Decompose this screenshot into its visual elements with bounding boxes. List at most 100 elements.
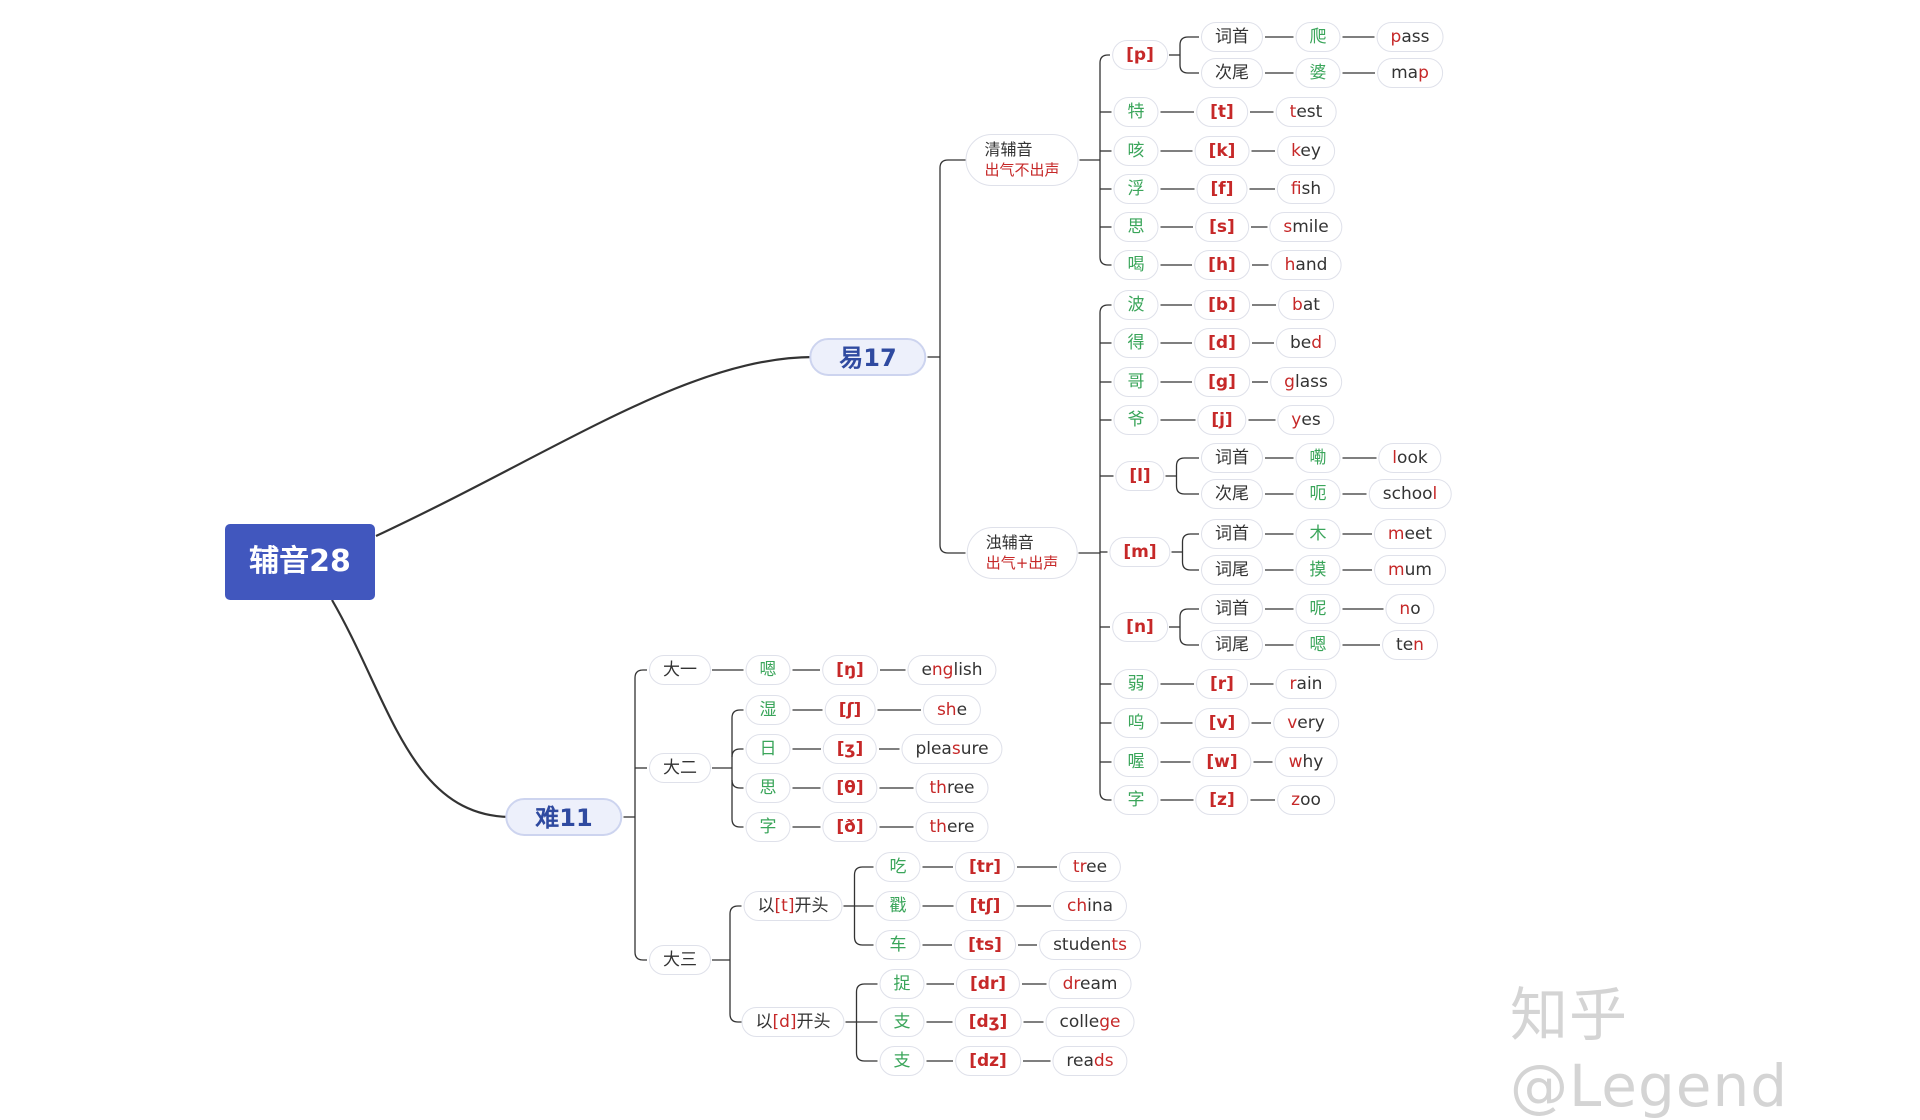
- hanzi-node[interactable]: 思: [1113, 212, 1159, 242]
- ipa-node[interactable]: [θ]: [822, 773, 878, 803]
- hanzi-node[interactable]: 湿: [745, 695, 791, 725]
- hanzi-node[interactable]: 弱: [1113, 669, 1159, 699]
- branch-hard[interactable]: 难11: [505, 798, 623, 836]
- hanzi-node[interactable]: 戳: [875, 891, 921, 921]
- hanzi-node[interactable]: 木: [1295, 519, 1341, 549]
- hanzi-node[interactable]: 车: [875, 930, 921, 960]
- hanzi-node[interactable]: 支: [879, 1007, 925, 1037]
- word-node[interactable]: meet: [1373, 519, 1447, 549]
- ipa-node[interactable]: [t]: [1196, 97, 1248, 127]
- hanzi-node[interactable]: 浮: [1113, 174, 1159, 204]
- ipa-node[interactable]: [k]: [1194, 136, 1250, 166]
- category-node[interactable]: 大一: [649, 655, 711, 685]
- branch-easy[interactable]: 易17: [809, 338, 927, 376]
- word-node[interactable]: college: [1045, 1007, 1135, 1037]
- hanzi-node[interactable]: 喝: [1113, 250, 1159, 280]
- word-node[interactable]: dream: [1048, 969, 1132, 999]
- hanzi-node[interactable]: 思: [745, 773, 791, 803]
- word-node[interactable]: fish: [1276, 174, 1336, 204]
- hanzi-node[interactable]: 波: [1113, 290, 1159, 320]
- position-node[interactable]: 次尾: [1201, 479, 1263, 509]
- ipa-node[interactable]: [s]: [1195, 212, 1249, 242]
- word-node[interactable]: china: [1052, 891, 1128, 921]
- hanzi-node[interactable]: 日: [745, 734, 791, 764]
- ipa-node[interactable]: [p]: [1112, 40, 1168, 70]
- ipa-node[interactable]: [h]: [1194, 250, 1250, 280]
- word-node[interactable]: reads: [1052, 1046, 1128, 1076]
- word-node[interactable]: hand: [1270, 250, 1342, 280]
- ipa-node[interactable]: [ts]: [954, 930, 1016, 960]
- word-node[interactable]: key: [1277, 136, 1335, 166]
- hanzi-node[interactable]: 呢: [1295, 594, 1341, 624]
- word-node[interactable]: mum: [1374, 555, 1446, 585]
- ipa-node[interactable]: [ð]: [822, 812, 878, 842]
- root-node[interactable]: 辅音28: [225, 524, 375, 600]
- word-node[interactable]: students: [1039, 930, 1141, 960]
- word-node[interactable]: zoo: [1277, 785, 1335, 815]
- word-node[interactable]: ten: [1382, 630, 1438, 660]
- ipa-node[interactable]: [b]: [1194, 290, 1250, 320]
- ipa-node[interactable]: [z]: [1195, 785, 1249, 815]
- hanzi-node[interactable]: 嗯: [745, 655, 791, 685]
- ipa-node[interactable]: [ʃ]: [824, 695, 876, 725]
- word-node[interactable]: yes: [1277, 405, 1335, 435]
- hanzi-node[interactable]: 捉: [879, 969, 925, 999]
- hanzi-node[interactable]: 呃: [1295, 479, 1341, 509]
- position-node[interactable]: 词首: [1201, 594, 1263, 624]
- subgroup-node[interactable]: 以[d]开头: [741, 1007, 845, 1037]
- ipa-node[interactable]: [n]: [1112, 612, 1168, 642]
- word-node[interactable]: bed: [1275, 328, 1337, 358]
- hanzi-node[interactable]: 特: [1113, 97, 1159, 127]
- hanzi-node[interactable]: 爬: [1295, 22, 1341, 52]
- ipa-node[interactable]: [tʃ]: [955, 891, 1015, 921]
- position-node[interactable]: 词尾: [1201, 630, 1263, 660]
- word-node[interactable]: tree: [1058, 852, 1122, 882]
- position-node[interactable]: 次尾: [1201, 58, 1263, 88]
- word-node[interactable]: bat: [1278, 290, 1334, 320]
- position-node[interactable]: 词首: [1201, 22, 1263, 52]
- ipa-node[interactable]: [w]: [1192, 747, 1252, 777]
- subgroup-node[interactable]: 以[t]开头: [743, 891, 843, 921]
- position-node[interactable]: 词首: [1201, 519, 1263, 549]
- ipa-node[interactable]: [r]: [1196, 669, 1248, 699]
- word-node[interactable]: glass: [1270, 367, 1342, 397]
- word-node[interactable]: pass: [1376, 22, 1444, 52]
- hanzi-node[interactable]: 吃: [875, 852, 921, 882]
- hanzi-node[interactable]: 爷: [1113, 405, 1159, 435]
- hanzi-node[interactable]: 哥: [1113, 367, 1159, 397]
- hanzi-node[interactable]: 咳: [1113, 136, 1159, 166]
- ipa-node[interactable]: [dz]: [955, 1046, 1021, 1076]
- ipa-node[interactable]: [d]: [1194, 328, 1250, 358]
- ipa-node[interactable]: [g]: [1194, 367, 1250, 397]
- word-node[interactable]: no: [1385, 594, 1435, 624]
- word-node[interactable]: very: [1273, 708, 1339, 738]
- ipa-node[interactable]: [m]: [1109, 537, 1171, 567]
- word-node[interactable]: test: [1275, 97, 1337, 127]
- word-node[interactable]: english: [907, 655, 997, 685]
- category-node[interactable]: 大二: [649, 753, 711, 783]
- word-node[interactable]: there: [915, 812, 989, 842]
- hanzi-node[interactable]: 字: [745, 812, 791, 842]
- hanzi-node[interactable]: 得: [1113, 328, 1159, 358]
- hanzi-node[interactable]: 字: [1113, 785, 1159, 815]
- hanzi-node[interactable]: 喔: [1113, 747, 1159, 777]
- ipa-node[interactable]: [ŋ]: [822, 655, 878, 685]
- position-node[interactable]: 词首: [1201, 443, 1263, 473]
- word-node[interactable]: look: [1378, 443, 1442, 473]
- group-voiceless[interactable]: 清辅音出气不出声: [965, 134, 1079, 186]
- ipa-node[interactable]: [l]: [1115, 461, 1165, 491]
- ipa-node[interactable]: [ʒ]: [822, 734, 878, 764]
- hanzi-node[interactable]: 摸: [1295, 555, 1341, 585]
- ipa-node[interactable]: [tr]: [954, 852, 1016, 882]
- word-node[interactable]: smile: [1269, 212, 1343, 242]
- position-node[interactable]: 词尾: [1201, 555, 1263, 585]
- group-voiced[interactable]: 浊辅音出气+出声: [966, 527, 1078, 579]
- word-node[interactable]: map: [1377, 58, 1443, 88]
- category-node[interactable]: 大三: [649, 945, 711, 975]
- ipa-node[interactable]: [v]: [1194, 708, 1250, 738]
- ipa-node[interactable]: [f]: [1196, 174, 1248, 204]
- hanzi-node[interactable]: 嗯: [1295, 630, 1341, 660]
- word-node[interactable]: she: [922, 695, 982, 725]
- ipa-node[interactable]: [dʒ]: [954, 1007, 1022, 1037]
- word-node[interactable]: school: [1368, 479, 1452, 509]
